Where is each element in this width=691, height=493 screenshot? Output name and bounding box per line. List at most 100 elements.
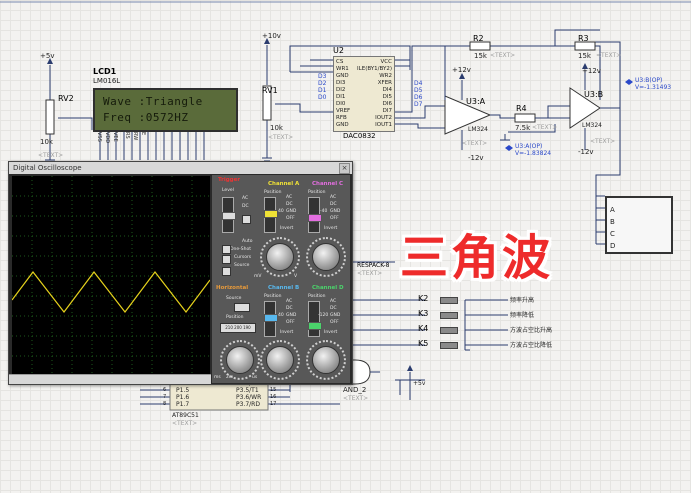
mcu-num-17: 17 [270, 401, 277, 407]
dac-pin-iout2: IOUT2 [375, 115, 392, 121]
channel-b-position-slider[interactable] [264, 301, 278, 337]
channel-b-position-label: Position [264, 294, 282, 299]
channel-d-position-slider[interactable] [308, 301, 322, 337]
horizontal-position-readout[interactable]: 210 200 190 [220, 323, 256, 333]
dac-net-d2: D2 [318, 80, 327, 87]
channel-c-position-handle[interactable] [308, 214, 322, 222]
dac-model: DAC0832 [343, 132, 376, 140]
dac-pin-cs: CS [336, 59, 344, 65]
channel-a-volts-knob[interactable] [266, 243, 294, 271]
lcd-line-2: Freq :0572HZ [103, 111, 189, 124]
scope-pin-a: A [610, 206, 615, 214]
close-icon[interactable]: × [339, 163, 350, 174]
channel-b-gnd: GND [286, 313, 297, 318]
key-k5-ref: K5 [418, 339, 429, 348]
u3a-ref: U3:A [466, 97, 486, 106]
u3b-ref: U3:B [584, 90, 604, 99]
key-k5-button[interactable] [440, 342, 458, 349]
channel-a-off: OFF [286, 216, 295, 221]
trigger-auto-label: Auto [242, 239, 253, 244]
channel-d-position-value: -120 [318, 313, 329, 318]
dac-pin-di6: DI6 [382, 101, 392, 107]
channel-a-position-slider[interactable] [264, 197, 278, 233]
oscilloscope-control-panel: Trigger Level AC DC Auto One-Shot Cursor… [212, 175, 350, 383]
timebase-unit-us: us [252, 375, 258, 380]
scope-pin-d: D [610, 242, 616, 250]
r4-text: <TEXT> [532, 124, 558, 131]
triangle-wave-caption: 三角波 [400, 230, 554, 286]
oscilloscope-window[interactable]: Digital Oscilloscope × Trigger Level AC … [8, 161, 353, 385]
dac-pin-xfer: XFER [377, 80, 392, 86]
lcd-pin-rs: RS [124, 132, 130, 139]
key-k4-label: 方波占空比升高 [510, 327, 553, 334]
key-k5-label: 方波占空比降低 [510, 342, 553, 349]
dac-pin-wr1: WR1 [336, 66, 349, 72]
dac-pin-di7: DI7 [382, 108, 392, 114]
dac-net-d5: D5 [414, 87, 423, 94]
u3a-text: <TEXT> [462, 140, 488, 147]
timebase-value: 2m [226, 375, 234, 380]
scope-pin-b: B [610, 218, 615, 226]
oscilloscope-scrollbar[interactable] [9, 374, 211, 384]
key-k2-button[interactable] [440, 297, 458, 304]
key-k4-button[interactable] [440, 327, 458, 334]
channel-a-position-value: 40 [278, 209, 284, 214]
channel-b-volts-knob[interactable] [266, 346, 294, 374]
oscilloscope-screen[interactable] [11, 176, 211, 374]
dac-pin-iout1: IOUT1 [375, 122, 392, 128]
channel-b-position-handle[interactable] [264, 314, 278, 322]
and-gate-ref: AND_2 [343, 386, 367, 394]
trigger-source-label: Source [234, 263, 250, 268]
mcu-pin-p15: P1.5 [176, 387, 190, 394]
mcu-pin-p37: P3.7/RD [236, 401, 260, 408]
dac-pin-di3: DI3 [336, 80, 346, 86]
channel-d-invert: Invert [324, 330, 338, 335]
horizontal-title: Horizontal [216, 285, 249, 291]
mcu-num-7: 7 [163, 394, 167, 400]
channel-d-volts-knob[interactable] [312, 346, 340, 374]
dac-pin-vcc: VCC [380, 59, 392, 65]
channel-a-unit-mv: mV [254, 274, 262, 279]
and-gate-text: <TEXT> [343, 395, 369, 402]
rv2-ref: RV2 [58, 94, 74, 103]
channel-b-off: OFF [286, 320, 295, 325]
mcu-pin-p17: P1.7 [176, 401, 190, 408]
channel-b-dc: DC [286, 306, 293, 311]
dac-net-d1: D1 [318, 87, 327, 94]
key-k3-button[interactable] [440, 312, 458, 319]
key-k2-label: 频率升高 [510, 297, 535, 304]
trigger-source-switch[interactable] [222, 267, 231, 276]
probe-u3a-name: U3:A(OP) [515, 143, 543, 150]
horizontal-source-switch[interactable] [234, 303, 250, 312]
mcu-num-15: 15 [270, 387, 277, 393]
key-k3-ref: K3 [418, 309, 429, 318]
trigger-level-handle[interactable] [222, 212, 236, 220]
u3a-model: LM324 [468, 126, 488, 133]
trigger-cursors-button[interactable] [222, 255, 231, 264]
mcu-pin-p16: P1.6 [176, 394, 190, 401]
u3a-plus-supply: +12v [452, 66, 471, 74]
channel-a-invert: Invert [280, 226, 294, 231]
dac-pin-rfb: RFB [336, 115, 347, 121]
channel-c-position-slider[interactable] [308, 197, 322, 233]
lcd-display: Wave :Triangle Freq :0572HZ [93, 88, 238, 132]
channel-c-volts-knob[interactable] [312, 243, 340, 271]
rv1-value: 10k [270, 124, 283, 132]
r3-text: <TEXT> [596, 52, 622, 59]
channel-d-off: OFF [330, 320, 339, 325]
trigger-one-shot-button[interactable] [222, 245, 231, 254]
channel-d-position-handle[interactable] [308, 322, 322, 330]
channel-a-gnd: GND [286, 209, 297, 214]
mcu-model: AT89C51 [172, 412, 199, 419]
trigger-level-slider[interactable] [222, 197, 236, 233]
rv1-supply-label: +10v [262, 32, 281, 40]
r4-ref: R4 [516, 104, 527, 113]
dac-ref: U2 [333, 46, 344, 55]
oscilloscope-symbol[interactable]: A B C D [605, 196, 673, 254]
rv2-supply-label: +5v [40, 52, 55, 60]
timebase-knob[interactable] [226, 346, 254, 374]
probe-u3b-value: V=-1.31493 [635, 84, 672, 91]
channel-a-position-handle[interactable] [264, 210, 278, 218]
trigger-edge-switch[interactable] [242, 215, 251, 224]
lcd-model: LM016L [93, 77, 121, 85]
